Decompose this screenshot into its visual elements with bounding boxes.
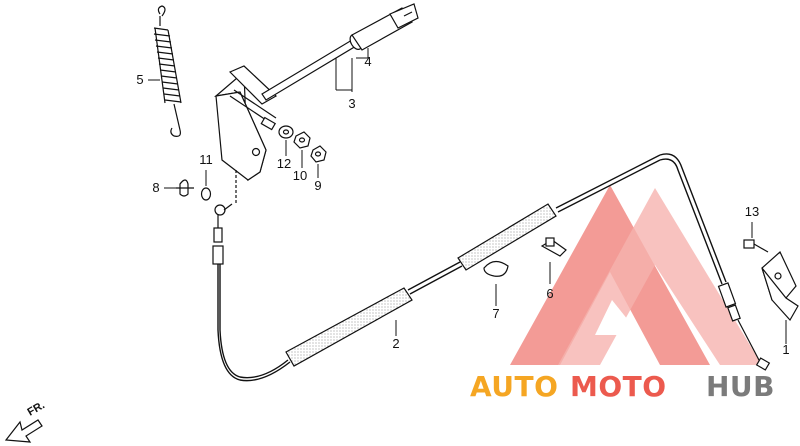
watermark-text-moto: MOTO bbox=[570, 370, 667, 403]
callout-2: 2 bbox=[392, 336, 399, 351]
watermark-logo bbox=[510, 185, 762, 365]
clamp-part-6 bbox=[540, 237, 567, 257]
cable-end-lower bbox=[717, 282, 771, 371]
leader-lines bbox=[148, 48, 787, 344]
washer-part-11 bbox=[200, 187, 212, 201]
callout-9: 9 bbox=[314, 178, 321, 193]
callout-1: 1 bbox=[782, 342, 789, 357]
clip-part-8 bbox=[176, 179, 194, 197]
callout-5: 5 bbox=[136, 72, 143, 87]
watermark-text: AUTO MOTO HUB bbox=[470, 370, 775, 403]
nut-part-10 bbox=[293, 131, 311, 149]
callout-11: 11 bbox=[199, 152, 213, 167]
spring-part-5 bbox=[153, 5, 182, 137]
watermark-text-hub: HUB bbox=[706, 370, 775, 403]
cable-sleeves bbox=[285, 203, 557, 367]
bolt-part-13 bbox=[743, 239, 769, 253]
cable-end-upper bbox=[212, 170, 237, 265]
callout-8: 8 bbox=[152, 180, 159, 195]
callout-7: 7 bbox=[492, 306, 499, 321]
callout-12: 12 bbox=[277, 156, 291, 171]
callout-labels: 1 2 3 4 5 6 7 8 9 10 11 12 13 bbox=[136, 54, 789, 357]
callout-3: 3 bbox=[348, 96, 355, 111]
callout-10: 10 bbox=[293, 168, 307, 183]
clamp-part-7 bbox=[483, 260, 509, 277]
sleeve-part-4 bbox=[349, 3, 419, 51]
callout-6: 6 bbox=[546, 286, 553, 301]
front-direction-indicator: FR. bbox=[4, 399, 47, 443]
watermark-text-auto: AUTO bbox=[470, 370, 558, 403]
pedal-bracket bbox=[213, 65, 278, 182]
direction-label: FR. bbox=[26, 399, 47, 418]
nut-part-9 bbox=[310, 145, 327, 163]
callout-4: 4 bbox=[364, 54, 371, 69]
bracket-part-1 bbox=[761, 251, 799, 322]
washer-part-12 bbox=[278, 125, 294, 139]
callout-13: 13 bbox=[745, 204, 759, 219]
arrow-icon bbox=[4, 419, 43, 443]
cable-part-2 bbox=[217, 153, 727, 382]
rod-part-3 bbox=[261, 39, 357, 101]
